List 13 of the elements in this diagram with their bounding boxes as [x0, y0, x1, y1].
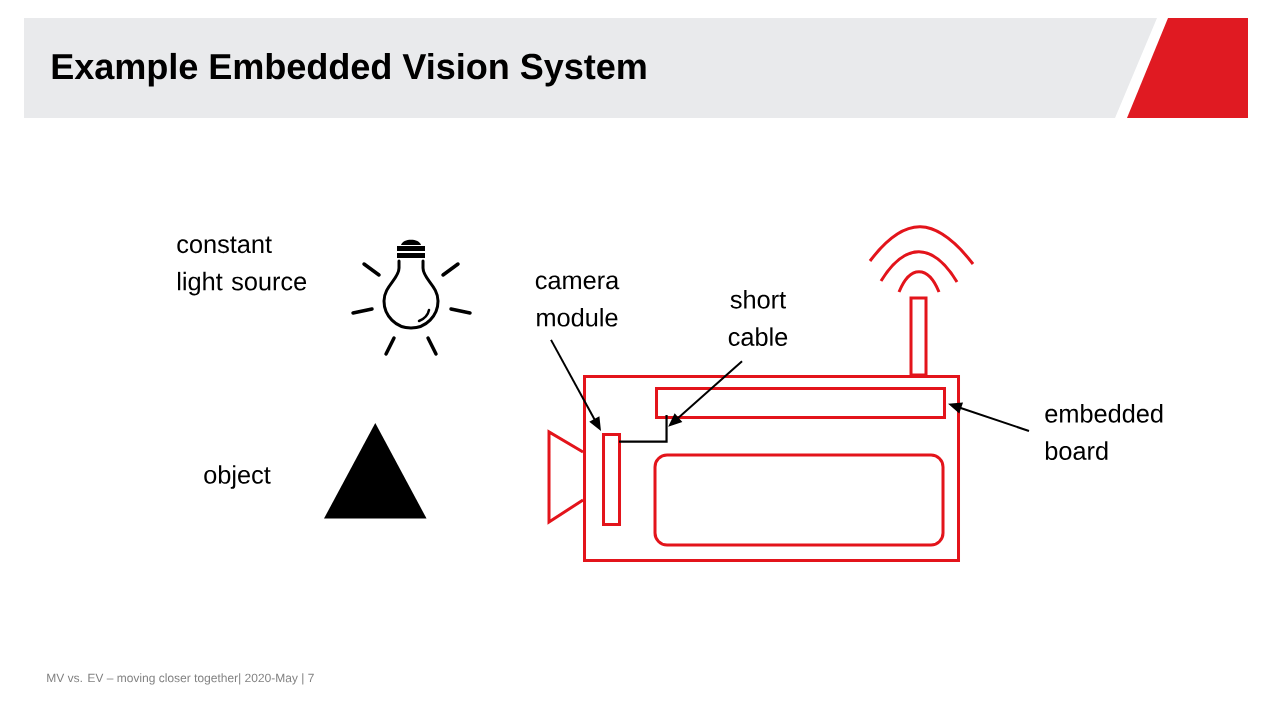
part-label: short cable	[728, 290, 788, 346]
light-bulb-icon	[351, 239, 472, 356]
slide-title: Example Embedded Vision System	[52, 52, 646, 87]
part-label: constant light source	[177, 236, 307, 296]
camera-housing	[583, 375, 960, 562]
part-label: object	[204, 465, 271, 489]
part-label: embedded board	[1045, 404, 1163, 460]
part-label: camera module	[535, 275, 620, 327]
sensor-plate	[602, 433, 621, 526]
circuit-board	[655, 387, 946, 419]
footer-text: MV vs. EV – moving closer together| 2020-May | 7	[47, 673, 314, 685]
cable-line	[619, 415, 668, 443]
object-triangle	[324, 423, 427, 519]
